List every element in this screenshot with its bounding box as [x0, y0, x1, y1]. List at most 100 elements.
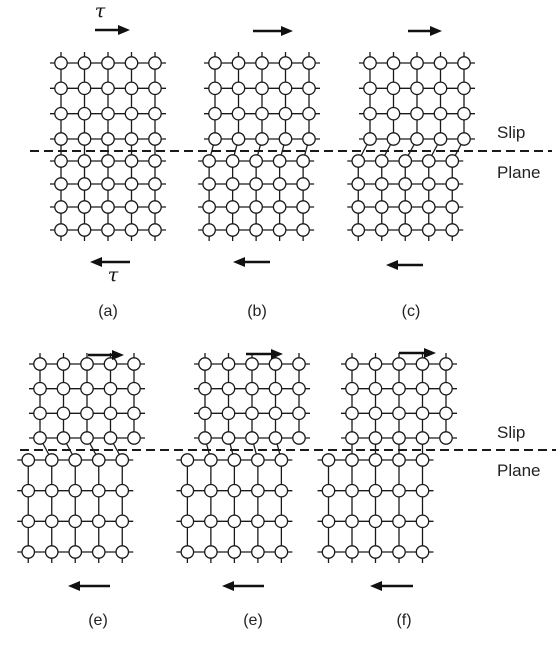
arrow-head — [424, 348, 436, 358]
atom — [104, 358, 116, 370]
atom — [78, 155, 90, 167]
atom — [440, 407, 452, 419]
atom — [222, 358, 234, 370]
atom — [149, 178, 161, 190]
atom — [205, 454, 217, 466]
shear-arrow-bottom-row1-2 — [386, 260, 423, 270]
atom — [369, 454, 381, 466]
atom — [203, 201, 215, 213]
atom — [416, 484, 428, 496]
atom — [416, 546, 428, 558]
atom — [275, 546, 287, 558]
lattice-panel-e2 — [176, 353, 310, 563]
caption-e-first: (e) — [88, 612, 108, 629]
atom — [364, 133, 376, 145]
atom — [128, 432, 140, 444]
arrow-head — [118, 25, 130, 35]
atom — [387, 57, 399, 69]
atom — [209, 107, 221, 119]
plane-label-top: Plane — [497, 163, 540, 182]
atom — [279, 57, 291, 69]
atom — [149, 224, 161, 236]
atom — [411, 133, 423, 145]
plane-label-bottom: Plane — [497, 461, 540, 480]
atom — [78, 57, 90, 69]
atom — [369, 407, 381, 419]
atom — [93, 515, 105, 527]
atom — [416, 454, 428, 466]
atom — [149, 82, 161, 94]
atom — [57, 432, 69, 444]
atom — [416, 432, 428, 444]
atom — [369, 432, 381, 444]
atom — [209, 57, 221, 69]
atom — [69, 546, 81, 558]
atom — [232, 133, 244, 145]
atom — [116, 515, 128, 527]
atom — [209, 82, 221, 94]
arrow-head — [281, 26, 293, 36]
atom — [416, 407, 428, 419]
atom — [78, 133, 90, 145]
atom — [199, 358, 211, 370]
atom — [269, 407, 281, 419]
atom — [411, 107, 423, 119]
atom — [369, 358, 381, 370]
arrow-head — [90, 257, 102, 267]
atom — [149, 107, 161, 119]
atom — [273, 178, 285, 190]
caption-c: (c) — [402, 303, 421, 320]
slip-label-bottom: Slip — [497, 423, 525, 442]
atom — [125, 107, 137, 119]
atom — [102, 107, 114, 119]
atom — [252, 484, 264, 496]
atom — [222, 407, 234, 419]
tau-symbol-top: τ — [95, 0, 106, 22]
atom — [393, 546, 405, 558]
atom — [125, 57, 137, 69]
atom — [458, 82, 470, 94]
atom — [102, 224, 114, 236]
atom — [55, 82, 67, 94]
atom — [322, 454, 334, 466]
atom — [81, 382, 93, 394]
atom — [423, 201, 435, 213]
atom — [181, 546, 193, 558]
atom — [222, 382, 234, 394]
atom — [297, 178, 309, 190]
atom — [246, 432, 258, 444]
lattice-panel-b — [198, 52, 320, 241]
caption-e-second: (e) — [243, 612, 263, 629]
arrow-head — [430, 26, 442, 36]
atom — [411, 82, 423, 94]
atom — [116, 484, 128, 496]
atom — [78, 201, 90, 213]
atom — [55, 178, 67, 190]
atom — [411, 57, 423, 69]
atom — [273, 201, 285, 213]
shear-arrow-top-row1-2 — [408, 26, 442, 36]
atom — [387, 107, 399, 119]
atom — [125, 155, 137, 167]
atom — [269, 358, 281, 370]
atom — [250, 178, 262, 190]
atom — [205, 484, 217, 496]
atom — [458, 133, 470, 145]
atom — [46, 484, 58, 496]
atom — [55, 155, 67, 167]
lattice-panel-a — [50, 52, 166, 241]
atom — [104, 407, 116, 419]
atom — [199, 382, 211, 394]
atom — [55, 201, 67, 213]
atom — [209, 133, 221, 145]
atom — [297, 201, 309, 213]
atom — [128, 358, 140, 370]
atom — [423, 155, 435, 167]
atom — [228, 484, 240, 496]
atom — [293, 407, 305, 419]
atom — [222, 432, 234, 444]
atom — [250, 201, 262, 213]
atom — [399, 178, 411, 190]
atom — [256, 107, 268, 119]
atom — [128, 382, 140, 394]
